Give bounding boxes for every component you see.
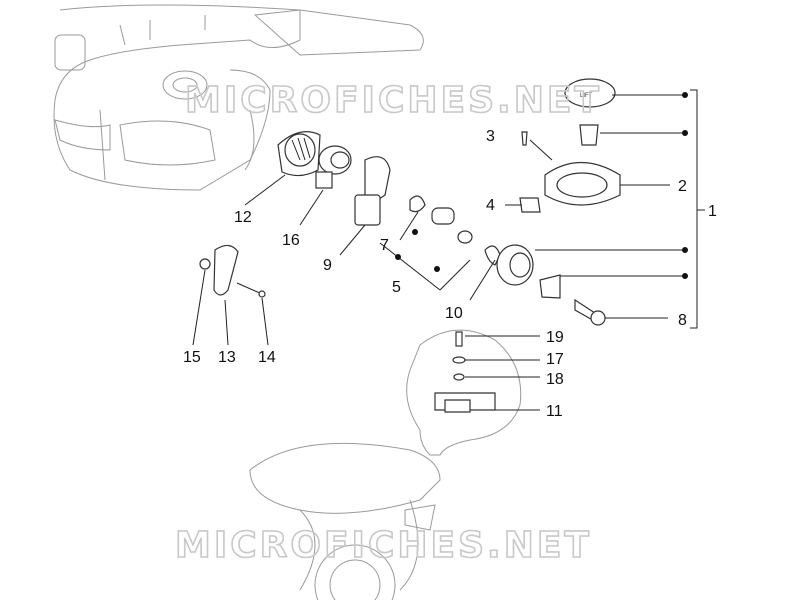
watermark-bottom: MICROFICHES.NET (175, 525, 592, 566)
callout-18: 18 (546, 371, 564, 388)
part-9-immobilizer-antenna (339, 156, 391, 256)
part-10-lock-cylinder (469, 244, 534, 301)
cap-lift-text: LIFT (580, 93, 593, 99)
callout-19: 19 (546, 329, 564, 346)
callout-5: 5 (392, 279, 401, 296)
watermark-top: MICROFICHES.NET (185, 80, 602, 121)
part-7-seal (379, 195, 473, 291)
callout-16: 16 (282, 232, 300, 249)
part-fuel-cap: LIFT (505, 78, 705, 329)
callout-7: 7 (380, 237, 389, 254)
callout-15: 15 (183, 349, 201, 366)
callout-12: 12 (234, 209, 252, 226)
callout-4: 4 (486, 197, 495, 214)
part-12-ignition-cover (244, 131, 321, 206)
callout-9: 9 (323, 257, 332, 274)
callout-3: 3 (486, 128, 495, 145)
callout-1: 1 (708, 203, 717, 220)
callout-10: 10 (445, 305, 463, 322)
seat-lock-inset (406, 329, 540, 456)
scooter-front-illustration (53, 4, 424, 191)
callout-2: 2 (678, 178, 687, 195)
callout-13: 13 (218, 349, 236, 366)
callout-8: 8 (678, 312, 687, 329)
callout-11: 11 (546, 403, 563, 420)
callout-14: 14 (258, 349, 276, 366)
part-13-bracket (192, 244, 269, 346)
callout-17: 17 (546, 351, 564, 368)
part-16-ignition-switch (299, 145, 352, 226)
scooter-rear-illustration (249, 442, 441, 600)
